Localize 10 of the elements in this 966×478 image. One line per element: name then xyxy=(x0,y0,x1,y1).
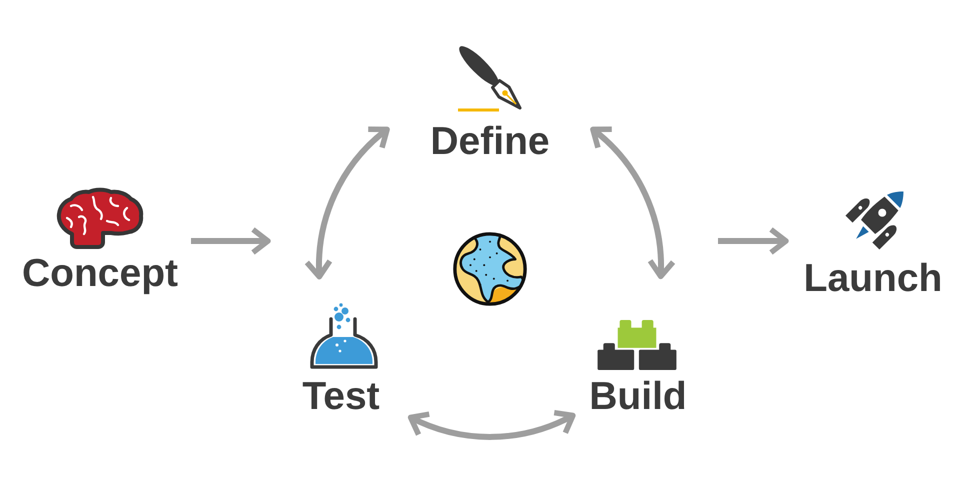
double-headed-arrow xyxy=(590,126,675,280)
node-label: Concept xyxy=(22,254,178,293)
arrow xyxy=(191,226,271,256)
double-headed-arrow xyxy=(408,408,576,440)
node-label: Launch xyxy=(804,259,942,298)
node-label: Build xyxy=(589,377,687,416)
double-headed-arrow xyxy=(305,126,390,280)
arrow xyxy=(718,226,789,256)
node-label: Test xyxy=(302,377,380,416)
node-label: Define xyxy=(430,122,550,161)
